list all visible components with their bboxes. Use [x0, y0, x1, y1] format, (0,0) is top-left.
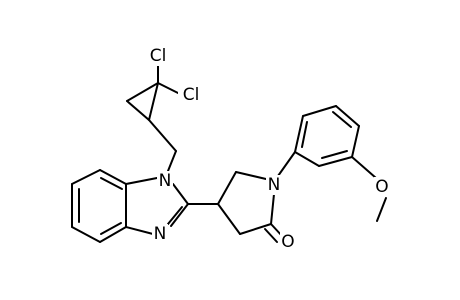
bond: [321, 150, 348, 159]
atom-label-cl: Cl: [150, 46, 167, 66]
atom-label-o: O: [375, 177, 388, 197]
bond: [148, 119, 177, 152]
bond: [332, 111, 352, 128]
bond: [167, 206, 183, 225]
bond: [148, 82, 159, 121]
bond: [302, 105, 337, 117]
pyrrolidinone-ring: [217, 171, 275, 235]
atom-label-n: N: [159, 171, 172, 191]
bond: [335, 105, 360, 127]
atom-labels: Cl Cl N N N O O: [145, 46, 390, 252]
bond: [100, 222, 122, 235]
bond: [172, 183, 189, 205]
atom-label-n: N: [154, 224, 167, 244]
imidazole-ring: [125, 177, 189, 235]
bond: [125, 177, 158, 185]
bond: [170, 203, 189, 227]
bond: [351, 125, 360, 158]
bond: [167, 150, 177, 172]
bond: [99, 169, 127, 185]
bond: [294, 151, 320, 167]
bond: [99, 226, 127, 243]
bond: [71, 226, 101, 243]
benzene-ring: [71, 169, 127, 243]
bond: [277, 151, 296, 177]
bond: [376, 197, 387, 222]
bond: [157, 82, 181, 95]
bond: [351, 156, 377, 179]
bond: [71, 169, 101, 185]
bond: [217, 203, 241, 235]
bond: [264, 228, 278, 243]
atom-label-o: O: [281, 232, 294, 252]
bond: [217, 171, 237, 205]
bond: [126, 82, 159, 102]
bond: [235, 171, 267, 180]
bond: [126, 100, 150, 121]
bond: [318, 156, 353, 167]
bond: [270, 193, 275, 225]
atom-label-cl: Cl: [183, 85, 200, 105]
bond: [301, 121, 308, 148]
bond: [125, 226, 154, 235]
methoxyphenyl-ring: [294, 105, 360, 167]
bond: [239, 223, 272, 235]
atom-label-n: N: [268, 175, 281, 195]
bond: [294, 115, 304, 153]
bond: [100, 177, 123, 190]
cyclopropane-ring: [126, 82, 159, 121]
